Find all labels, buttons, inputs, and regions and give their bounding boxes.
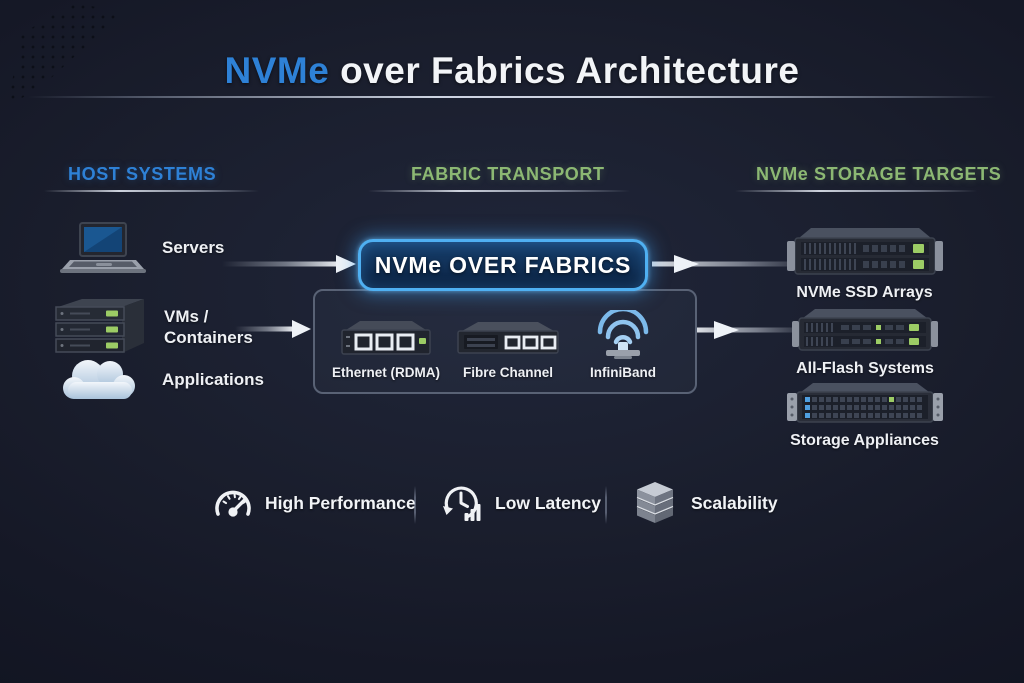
storage-item-label: Storage Appliances [790, 432, 939, 449]
arrow-hub-to-ssd-arrays [652, 255, 798, 273]
host-item-servers: Servers [56, 220, 224, 276]
ethernet-switch-icon [336, 318, 436, 360]
storage-item-label: NVMe SSD Arrays [796, 284, 933, 301]
storage-item-ssd-arrays: NVMe SSD Arrays [782, 224, 947, 302]
gauge-icon [213, 483, 253, 523]
laptop-icon [56, 220, 148, 276]
host-header-underline [44, 190, 259, 192]
flash-array-icon [789, 306, 941, 354]
feature-high-performance: High Performance [213, 483, 416, 523]
host-systems-header: HOST SYSTEMS [68, 164, 217, 184]
clock-latency-icon [441, 482, 483, 524]
transport-ethernet: Ethernet (RDMA) [326, 318, 446, 380]
feature-divider [605, 486, 607, 524]
hub-label: NVMe OVER FABRICS [374, 251, 632, 278]
host-item-label: VMs / Containers [164, 306, 253, 347]
host-item-vms: VMs / Containers [48, 295, 274, 359]
title-rest: over Fabrics Architecture [329, 50, 800, 91]
page-title: NVMe over Fabrics Architecture [0, 50, 1024, 92]
fabric-transport-header: FABRIC TRANSPORT [411, 164, 605, 184]
transport-label: Ethernet (RDMA) [332, 365, 440, 380]
fabric-header-underline [368, 190, 630, 192]
host-item-applications: Applications [56, 352, 264, 408]
arrow-vms-to-fabric [235, 320, 311, 338]
storage-item-label: All-Flash Systems [796, 360, 934, 377]
arrow-fabric-to-flash [697, 321, 797, 339]
storage-header-underline [735, 190, 977, 192]
transport-fibre-channel: Fibre Channel [450, 318, 566, 380]
transport-label: Fibre Channel [462, 365, 553, 380]
cloud-icon [56, 352, 148, 408]
transport-label: InfiniBand [590, 365, 656, 380]
storage-item-appliances: Storage Appliances [782, 380, 947, 450]
feature-divider [414, 486, 416, 524]
rack-array-icon [785, 224, 945, 278]
infiniband-wireless-icon [590, 310, 656, 360]
nvme-over-fabrics-hub: NVMe OVER FABRICS [358, 239, 648, 291]
server-stack-icon [48, 295, 152, 359]
feature-low-latency: Low Latency [441, 482, 601, 524]
host-item-label: Servers [162, 238, 225, 258]
host-item-label: Applications [162, 370, 265, 390]
storage-item-all-flash: All-Flash Systems [786, 306, 944, 378]
fibre-channel-switch-icon [454, 318, 562, 360]
transport-infiniband: InfiniBand [578, 310, 668, 380]
storage-appliance-icon [785, 380, 945, 426]
feature-label: Low Latency [495, 492, 601, 513]
title-highlight: NVMe [224, 50, 330, 91]
storage-targets-header: NVMe STORAGE TARGETS [756, 164, 1002, 184]
feature-label: Scalability [691, 492, 778, 513]
feature-label: High Performance [265, 492, 416, 513]
title-divider [28, 96, 996, 98]
feature-scalability: Scalability [631, 480, 778, 526]
stack-icon [631, 480, 679, 526]
arrow-servers-to-hub [222, 255, 356, 273]
